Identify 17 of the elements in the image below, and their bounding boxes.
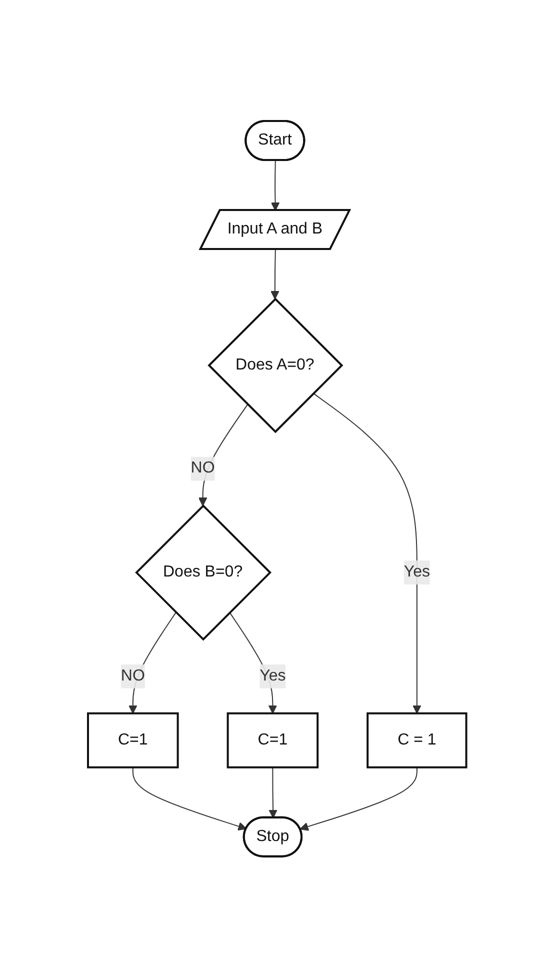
node-box: C=1: [227, 712, 319, 769]
arrow: [132, 767, 248, 831]
edge-label: NO: [121, 668, 146, 685]
arrow: [128, 612, 177, 714]
node-box: C = 1: [366, 712, 468, 769]
arrow: [198, 404, 248, 506]
arrow: [300, 767, 418, 832]
edge-label: NO: [191, 460, 216, 478]
edge-label: Yes: [404, 564, 430, 581]
arrow: [269, 767, 278, 819]
node-box: C=1: [87, 712, 180, 769]
arrow: [270, 249, 280, 300]
node-diamond: Does A=0?: [208, 298, 344, 434]
edge-label: Yes: [260, 668, 286, 685]
arrow: [271, 160, 280, 212]
node-diamond: Does B=0?: [135, 504, 272, 642]
arrow: [313, 393, 422, 714]
